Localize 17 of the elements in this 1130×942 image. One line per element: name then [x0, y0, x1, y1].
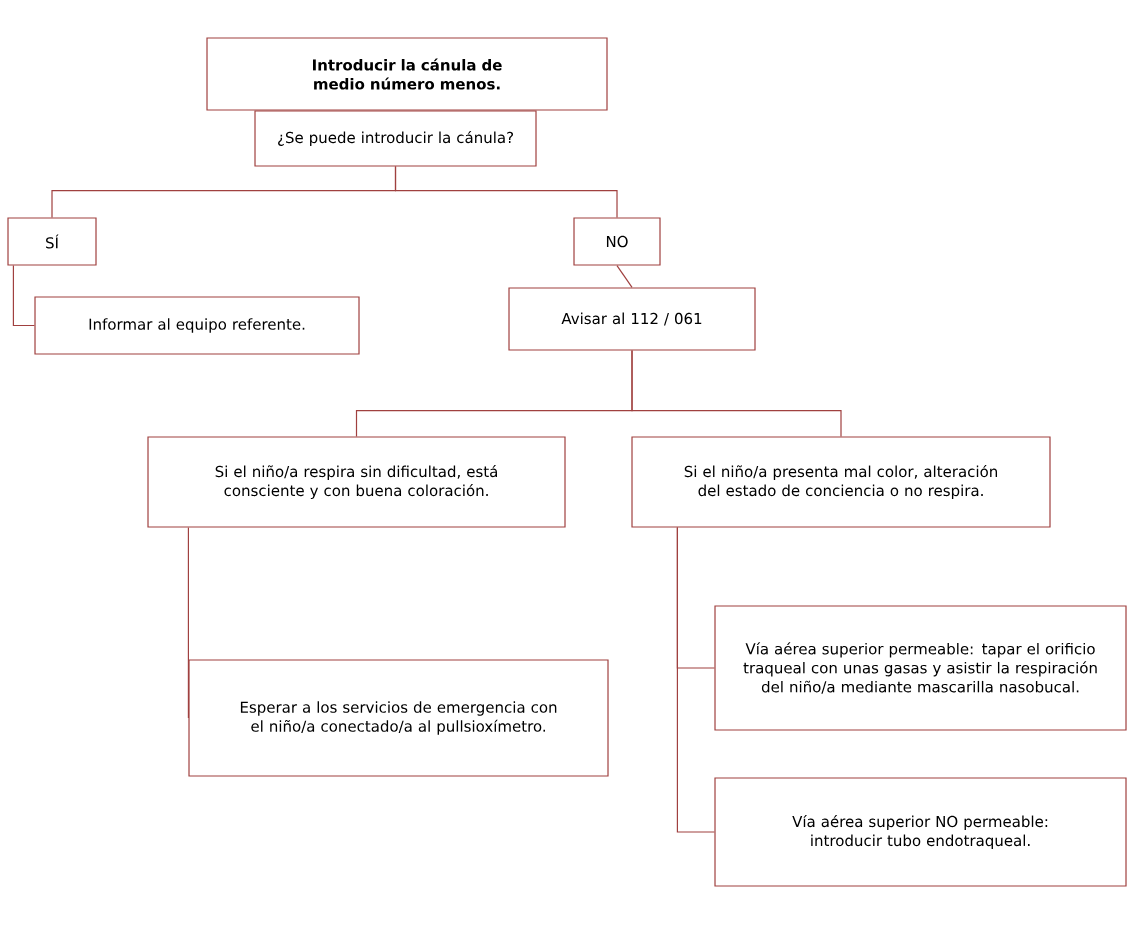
connector-line — [12, 265, 35, 327]
connector-line — [676, 527, 715, 833]
process-box: Introducir la cánula de medio número menos. — [206, 37, 608, 111]
process-box: Esperar a los servicios de emergencia con el niño/a conectado/a al pullsioxímetro. — [188, 659, 609, 777]
connector-line — [187, 527, 189, 719]
connector-line — [616, 265, 633, 288]
process-box: Informar al equipo referente. — [34, 296, 360, 355]
process-box: Si el niño/a presenta mal color, alteración del estado de conciencia o no respira. — [631, 436, 1051, 528]
connector-line — [394, 166, 618, 218]
process-box: SÍ — [7, 217, 97, 266]
process-box: NO — [573, 217, 661, 266]
process-box: Vía aérea superior permeable: tapar el orificio traqueal con unas gasas y asistir la respiración del niño/a mediante mascarilla nasobucal. — [714, 605, 1127, 731]
process-box: Si el niño/a respira sin dificultad, está consciente y con buena coloración. — [147, 436, 566, 528]
process-box: ¿Se puede introducir la cánula? — [254, 110, 537, 167]
process-box: Avisar al 112 / 061 — [508, 287, 756, 351]
process-box: Vía aérea superior NO permeable: introducir tubo endotraqueal. — [714, 777, 1127, 887]
connector-line — [631, 350, 842, 437]
